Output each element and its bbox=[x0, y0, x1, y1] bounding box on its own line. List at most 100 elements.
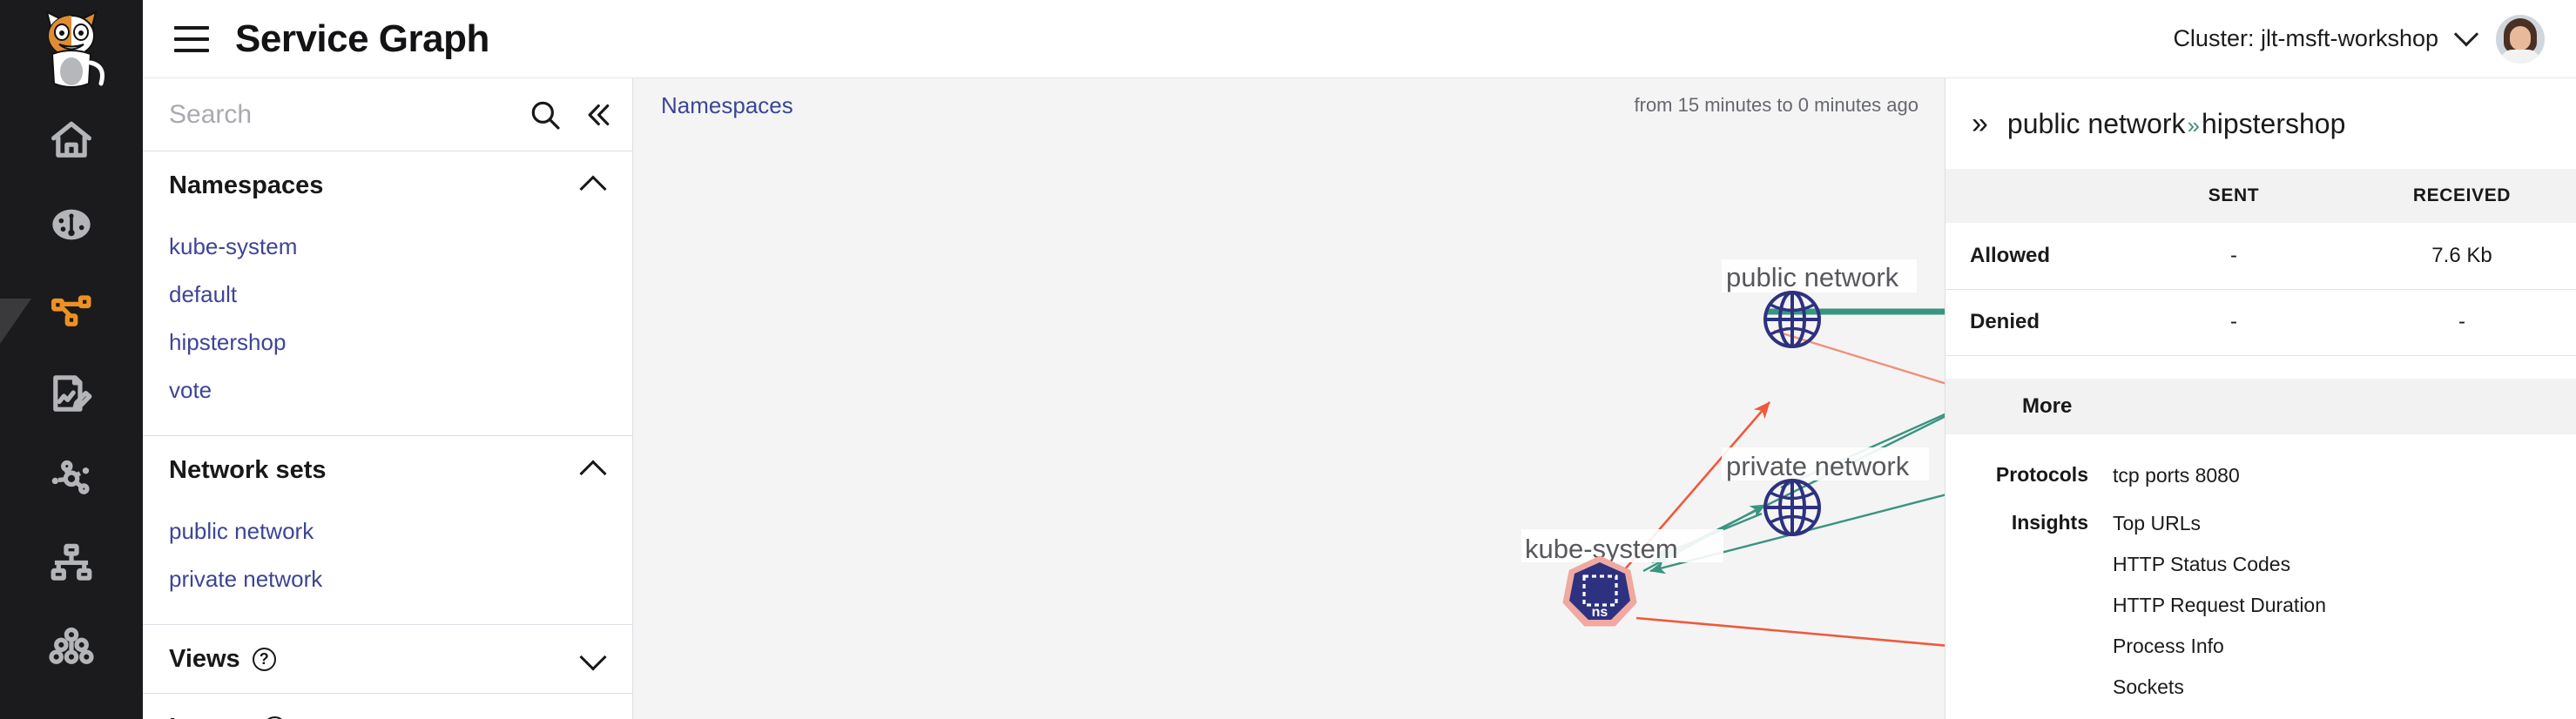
rail-item-dashboard[interactable] bbox=[0, 182, 143, 266]
details-header: » public network » hipstershop bbox=[1945, 78, 2576, 169]
rail-item-nodes[interactable] bbox=[0, 435, 143, 520]
row-label-denied: Denied bbox=[1945, 289, 2120, 356]
details-target: hipstershop bbox=[2201, 107, 2346, 139]
insight-http-status-codes[interactable]: HTTP Status Codes bbox=[2113, 552, 2291, 575]
protocols-row: Protocols tcp ports 8080 bbox=[1945, 455, 2576, 496]
hamburger-icon[interactable] bbox=[167, 22, 216, 57]
sidebar-item-private-network[interactable]: private network bbox=[169, 566, 323, 592]
more-section-header[interactable]: More bbox=[1945, 378, 2576, 434]
edge-public-network-to-vote[interactable] bbox=[1773, 329, 1945, 435]
page-title: Service Graph bbox=[235, 17, 489, 60]
insights-values: Top URLs HTTP Status Codes HTTP Request … bbox=[2113, 503, 2326, 708]
double-chevron-left-icon bbox=[588, 104, 610, 125]
chevron-up-icon[interactable] bbox=[577, 168, 611, 203]
globe-icon bbox=[1763, 291, 1821, 348]
insight-process-info[interactable]: Process Info bbox=[2113, 634, 2224, 657]
sidebar-item-hipstershop[interactable]: hipstershop bbox=[169, 329, 287, 355]
rail-item-home[interactable] bbox=[0, 97, 143, 182]
cluster-selector[interactable]: Cluster: jlt-msft-workshop bbox=[2173, 21, 2479, 52]
section-title: Views bbox=[169, 644, 240, 673]
icon-rail bbox=[0, 0, 143, 719]
graph-node-private-network[interactable]: private network bbox=[1722, 447, 1929, 536]
col-sent: SENT bbox=[2120, 169, 2348, 223]
gauge-icon bbox=[52, 209, 91, 239]
avatar-face bbox=[2510, 25, 2531, 50]
sidebar-item-kube-system[interactable]: kube-system bbox=[169, 233, 298, 259]
chevron-up-icon[interactable] bbox=[577, 453, 611, 487]
search-icon bbox=[531, 101, 560, 130]
search-input[interactable] bbox=[169, 99, 516, 130]
chevron-down-icon[interactable] bbox=[577, 710, 611, 719]
section-layers: Layers ? bbox=[143, 694, 632, 719]
double-chevron-right-icon[interactable]: » bbox=[1972, 107, 1988, 140]
time-range-label[interactable]: from 15 minutes to 0 minutes ago bbox=[1634, 94, 1919, 116]
section-header-network-sets[interactable]: Network sets bbox=[143, 436, 632, 504]
section-title: Namespaces bbox=[169, 171, 324, 199]
details-panel: » public network » hipstershop SENT RECE… bbox=[1945, 78, 2576, 719]
chevron-down-icon[interactable] bbox=[577, 642, 611, 676]
cell-allowed-sent: - bbox=[2120, 223, 2348, 290]
brand-logo[interactable] bbox=[0, 0, 143, 97]
col-blank bbox=[1945, 169, 2120, 223]
section-header-views[interactable]: Views ? bbox=[143, 625, 632, 693]
top-bar-right: Cluster: jlt-msft-workshop bbox=[2173, 14, 2545, 64]
top-bar: Service Graph Cluster: jlt-msft-workshop bbox=[143, 0, 2576, 78]
table-row: Denied - - bbox=[1945, 289, 2576, 356]
section-header-namespaces[interactable]: Namespaces bbox=[143, 151, 632, 219]
more-section-body: Protocols tcp ports 8080 Insights Top UR… bbox=[1945, 434, 2576, 715]
avatar[interactable] bbox=[2496, 14, 2545, 64]
edge-kube-system-to-default[interactable] bbox=[1635, 616, 1945, 648]
rail-item-policies[interactable] bbox=[0, 351, 143, 435]
left-panel: Namespaces kube-system default hipstersh… bbox=[143, 78, 633, 719]
collapse-sidebar-button[interactable] bbox=[575, 92, 620, 138]
service-graph-svg[interactable]: public network hipstersho bbox=[633, 78, 1945, 719]
rail-item-service-graph[interactable] bbox=[0, 266, 143, 351]
sidebar-item-vote[interactable]: vote bbox=[169, 377, 212, 403]
section-header-layers[interactable]: Layers ? bbox=[143, 694, 632, 719]
section-network-sets: Network sets public network private netw… bbox=[143, 436, 632, 625]
table-row: Allowed - 7.6 Kb bbox=[1945, 223, 2576, 290]
avatar-body bbox=[2500, 49, 2540, 64]
table-header-row: SENT RECEIVED bbox=[1945, 169, 2576, 223]
rail-nav-list bbox=[0, 97, 143, 689]
section-views: Views ? bbox=[143, 625, 632, 694]
details-flow-arrow-icon: » bbox=[2187, 111, 2200, 138]
row-label-allowed: Allowed bbox=[1945, 223, 2120, 290]
traffic-table: SENT RECEIVED Allowed - 7.6 Kb Denied - bbox=[1945, 169, 2576, 356]
rail-item-topology[interactable] bbox=[0, 520, 143, 604]
namespace-hexagon: ns bbox=[1562, 555, 1637, 627]
search-button[interactable] bbox=[523, 92, 568, 138]
search-row bbox=[143, 78, 632, 151]
cell-denied-sent: - bbox=[2120, 289, 2348, 356]
policy-edit-icon bbox=[53, 374, 92, 412]
graph-node-kube-system[interactable]: kube-system ns bbox=[1521, 529, 1723, 627]
details-spacer bbox=[1945, 356, 2576, 379]
edge-vote-to-kube-system[interactable] bbox=[1649, 451, 1945, 575]
question-mark-icon[interactable]: ? bbox=[252, 647, 276, 671]
breadcrumb[interactable]: Namespaces bbox=[661, 91, 793, 118]
section-body-network-sets: public network private network bbox=[143, 504, 632, 624]
protocols-label: Protocols bbox=[1995, 462, 2088, 486]
question-mark-icon[interactable]: ? bbox=[262, 716, 287, 719]
insight-sockets[interactable]: Sockets bbox=[2113, 675, 2184, 698]
hierarchy-icon bbox=[51, 543, 92, 581]
insight-http-request-duration[interactable]: HTTP Request Duration bbox=[2113, 593, 2327, 616]
section-body-namespaces: kube-system default hipstershop vote bbox=[143, 219, 632, 435]
globe-icon bbox=[1763, 479, 1821, 536]
graph-node-public-network[interactable]: public network bbox=[1722, 259, 1917, 348]
rail-item-clusters[interactable] bbox=[0, 604, 143, 689]
insights-label: Insights bbox=[2011, 510, 2088, 534]
cat-logo-icon bbox=[45, 10, 105, 88]
sidebar-item-public-network[interactable]: public network bbox=[169, 518, 314, 544]
cell-denied-received: - bbox=[2348, 289, 2576, 356]
insights-row: Insights Top URLs HTTP Status Codes HTTP… bbox=[1945, 503, 2576, 708]
graph-canvas[interactable]: Namespaces from 15 minutes to 0 minutes … bbox=[633, 78, 1945, 719]
insight-top-urls[interactable]: Top URLs bbox=[2113, 511, 2201, 534]
sidebar-item-default[interactable]: default bbox=[169, 281, 238, 307]
graph-node-sublabel: ns bbox=[1592, 605, 1608, 620]
details-title: public network » hipstershop bbox=[2007, 108, 2345, 140]
body-row: Namespaces kube-system default hipstersh… bbox=[143, 78, 2576, 719]
protocols-value: tcp ports 8080 bbox=[2113, 463, 2240, 487]
main-area: Service Graph Cluster: jlt-msft-workshop bbox=[143, 0, 2576, 719]
